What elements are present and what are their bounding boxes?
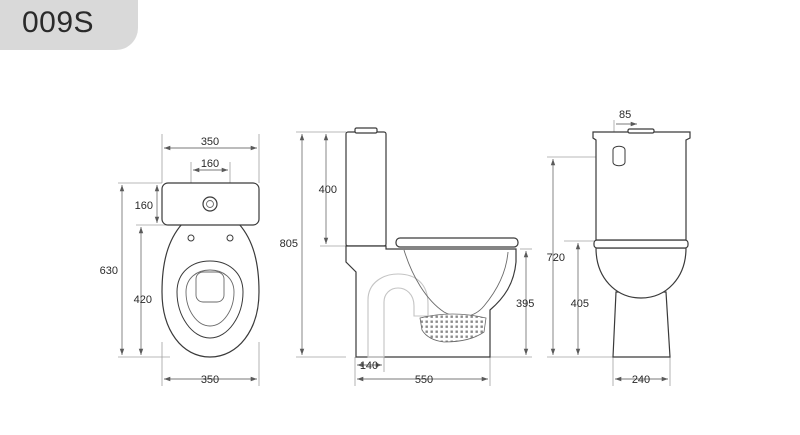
dim-top-tank-depth: 160 bbox=[135, 200, 153, 212]
front-view: 85 720 405 240 bbox=[547, 109, 691, 386]
dim-top-base-width: 350 bbox=[201, 374, 219, 386]
dim-top-overall-depth: 630 bbox=[100, 265, 118, 277]
model-code: 009S bbox=[22, 6, 95, 39]
dim-side-outlet-offset: 140 bbox=[360, 360, 378, 372]
side-trapway bbox=[367, 273, 429, 358]
dim-front-base-width: 240 bbox=[632, 374, 650, 386]
dim-front-inlet-offset: 85 bbox=[619, 109, 631, 121]
side-body-outline bbox=[345, 245, 517, 358]
side-seat bbox=[395, 237, 519, 248]
flush-button bbox=[202, 196, 218, 212]
dim-top-bowl-depth: 420 bbox=[134, 294, 152, 306]
front-bowl-outline bbox=[595, 247, 687, 299]
side-flush-button bbox=[354, 127, 378, 134]
top-bowl-outlet bbox=[195, 271, 225, 303]
side-view: 805 400 395 140 550 bbox=[280, 127, 534, 386]
flush-button-inner bbox=[206, 200, 214, 208]
dim-front-seat-height-total: 720 bbox=[547, 252, 565, 264]
seat-hinge-left bbox=[187, 234, 195, 242]
front-seat bbox=[593, 239, 689, 249]
dim-side-total-height: 805 bbox=[280, 238, 298, 250]
dim-side-seat-height: 395 bbox=[516, 298, 534, 310]
front-flush-button bbox=[627, 128, 655, 134]
top-view: 350 160 160 630 420 350 bbox=[100, 134, 260, 386]
front-water-inlet bbox=[612, 145, 626, 167]
side-water-surface bbox=[419, 313, 487, 343]
top-seat-outline bbox=[176, 260, 244, 339]
model-tab: 009S bbox=[0, 0, 138, 50]
front-tank-outline bbox=[592, 131, 691, 241]
side-tank-outline bbox=[345, 131, 387, 247]
dim-side-overall-length: 550 bbox=[415, 374, 433, 386]
top-seat-opening bbox=[185, 269, 235, 327]
dim-front-bowl-rim-height: 405 bbox=[571, 298, 589, 310]
dim-top-button-spacing: 160 bbox=[201, 158, 219, 170]
dim-top-overall-width: 350 bbox=[201, 136, 219, 148]
front-base-outline bbox=[612, 291, 671, 358]
seat-hinge-right bbox=[226, 234, 234, 242]
dim-side-tank-height: 400 bbox=[319, 184, 337, 196]
